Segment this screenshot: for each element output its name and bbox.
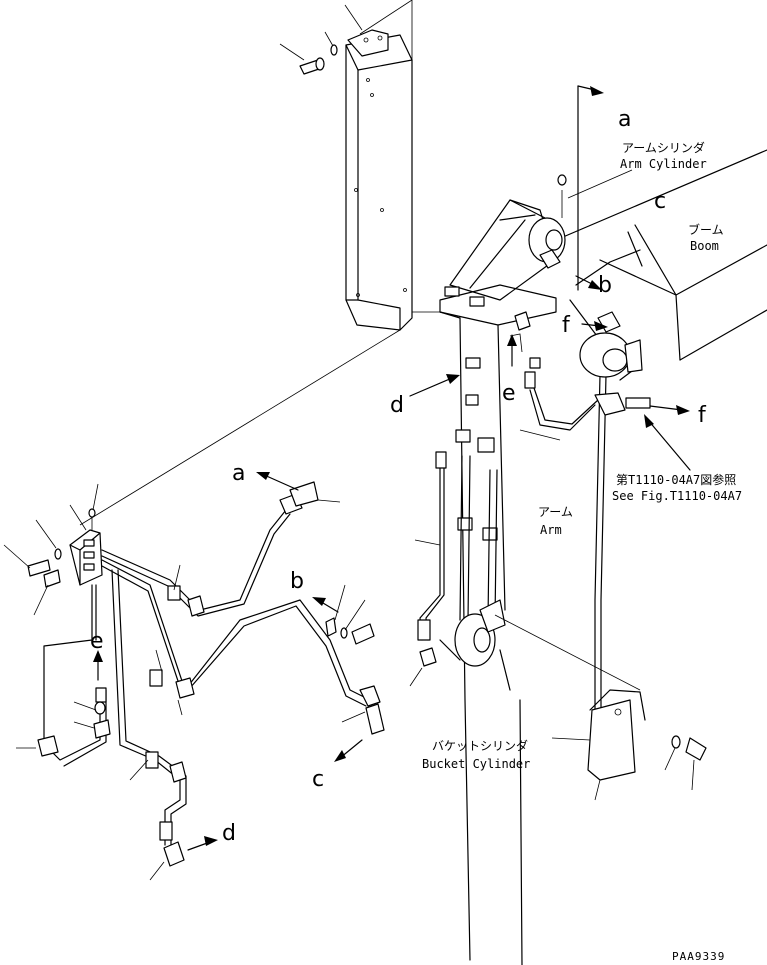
bracket (587, 689, 707, 801)
washer (324, 31, 338, 56)
callout-e-top: e (502, 381, 516, 406)
hose (409, 451, 447, 687)
leader-line (411, 0, 440, 313)
arm (439, 284, 557, 965)
callout-f-right: f (698, 403, 707, 428)
callout-d-left: d (222, 821, 236, 846)
boom-label-en: Boom (690, 239, 719, 253)
boom-label-jp: ブーム (688, 222, 724, 237)
pipe-a (101, 481, 341, 617)
pipe-d (111, 569, 187, 881)
see-fig-label-jp: 第T1110-04A7図参照 (616, 472, 736, 487)
callout-e-left: e (90, 629, 104, 654)
arrow-e (93, 334, 517, 681)
boom (555, 149, 767, 361)
callout-b-left: b (290, 569, 304, 594)
arrow-b (312, 275, 602, 613)
drawing-code: PAA9339 (672, 950, 725, 963)
bucket-cylinder-label-jp: バケットシリンダ (432, 738, 528, 753)
callout-f-top: f (562, 313, 571, 338)
arm-cylinder-label-jp: アームシリンダ (622, 140, 705, 155)
bucket-cylinder (439, 599, 641, 691)
arm-cylinder-rod-end (579, 311, 643, 378)
arrow-d (187, 374, 460, 851)
bucket-cylinder-label-en: Bucket Cylinder (422, 757, 530, 771)
hose (509, 299, 651, 711)
pipe-e (16, 584, 111, 767)
arrow-f (581, 321, 691, 471)
see-fig-label-en: See Fig.T1110-04A7 (612, 489, 742, 503)
callout-c-left: c (312, 767, 324, 792)
cover-plate (344, 0, 413, 331)
arrow-a-left (256, 472, 299, 491)
callout-d-top: d (390, 393, 404, 418)
arm-cylinder-mount (449, 174, 567, 301)
callout-a-top: a (618, 107, 631, 132)
bolt (279, 43, 325, 75)
manifold-block (3, 483, 103, 616)
callout-a-left: a (232, 461, 245, 486)
arrow-c (334, 231, 643, 762)
callout-c-top: c (654, 189, 666, 214)
arrow-a-top (577, 85, 604, 291)
callout-b-top: b (598, 273, 612, 298)
arm-label-en: Arm (540, 523, 562, 537)
arm-label-jp: アーム (538, 505, 573, 519)
leader-line (79, 329, 401, 526)
arm-cylinder-label-en: Arm Cylinder (620, 157, 707, 171)
leader-line (519, 169, 633, 741)
pipe-b (101, 559, 385, 735)
